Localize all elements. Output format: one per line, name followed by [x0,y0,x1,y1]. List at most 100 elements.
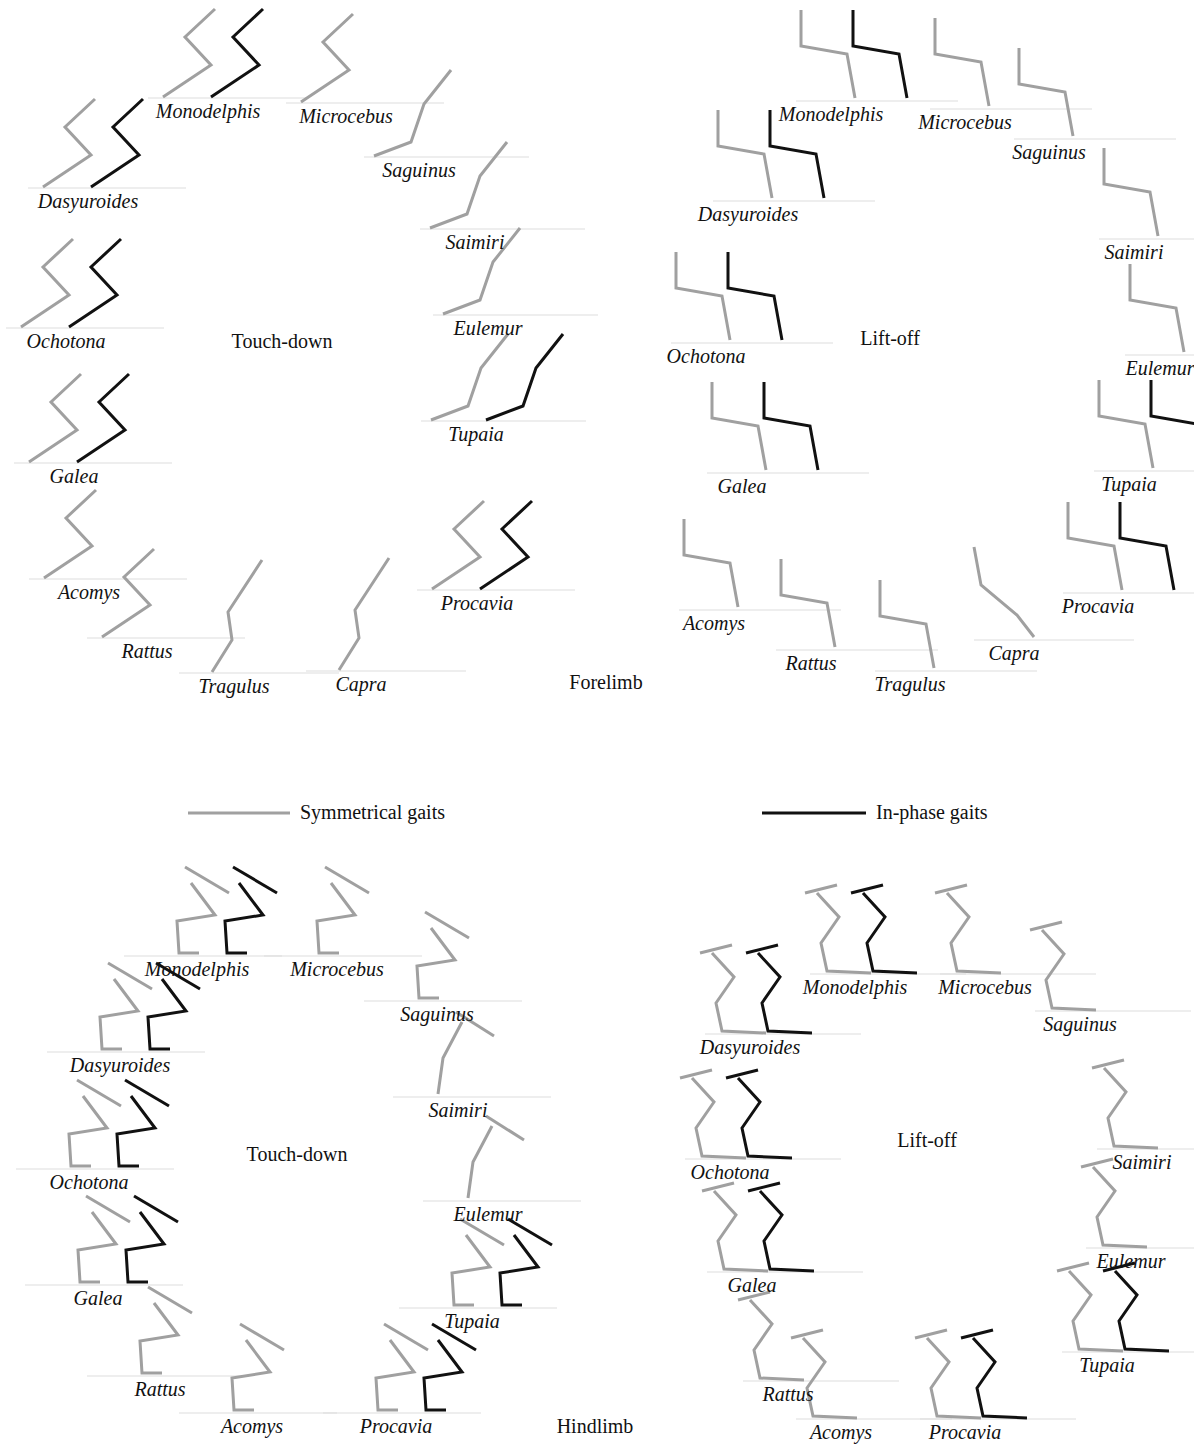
limb-segment [148,1287,192,1313]
limb-segment [438,1022,462,1094]
ground-line [875,671,1037,672]
limb-segment [452,1235,490,1305]
limb-figure [805,885,966,974]
limb-figure [974,547,1134,640]
limb-segment [1104,1068,1158,1148]
limb-figure [961,1330,1027,1418]
limb-segment [1093,1167,1147,1247]
limb-segment [29,374,81,462]
limb-segment [430,142,507,228]
limb-segment [317,883,355,953]
limb-segment [760,1191,814,1271]
limb-figure [791,1330,952,1419]
species-label: Ochotona [50,1171,129,1193]
limb-segment [134,1196,178,1222]
limb-figure [728,252,782,340]
species-label: Eulemur [454,1203,523,1225]
limb-figure [853,10,907,98]
ground-line [87,638,245,639]
limb-segment [863,893,917,973]
species-label: Dasyuroides [698,203,798,225]
species-label: Tupaia [444,1310,500,1332]
limb-segment [1081,1159,1113,1167]
species-label: Dasyuroides [70,1054,170,1076]
limb-segment [702,1183,734,1191]
limb-figure [179,1324,337,1413]
species-label: Saimiri [429,1099,488,1121]
ground-line [1094,471,1194,472]
species-label: Rattus [121,640,172,662]
panel-heading: Lift-off [860,327,920,349]
limb-figure [16,1080,174,1169]
limb-segment [676,252,730,340]
species-label: Saimiri [1105,241,1164,263]
limb-figure [399,1219,557,1308]
limb-figure [14,374,172,463]
legend-text: Symmetrical gaits [300,801,445,823]
ground-line [671,343,833,344]
species-label: Acomys [221,1415,283,1437]
limb-figure [1094,380,1194,471]
limb-segment [817,893,871,973]
limb-segment [712,953,766,1033]
species-label: Monodelphis [779,103,883,125]
ground-line [1099,239,1194,240]
limb-segment [935,885,967,893]
ground-line [1125,355,1194,356]
ground-line [1035,1011,1191,1012]
limb-figure [1151,380,1194,468]
ground-line [420,229,585,230]
limb-segment [77,1080,121,1106]
limb-segment [417,928,455,998]
limb-figure [738,1292,899,1381]
limb-segment [91,99,143,187]
limb-figure [6,239,164,328]
limb-figure [679,519,841,610]
limb-segment [233,867,277,893]
limb-figure [726,1070,792,1158]
ground-line [29,579,187,580]
limb-segment [185,867,229,893]
limb-segment [961,1330,993,1338]
limb-segment [680,1070,712,1078]
ground-line [6,328,164,329]
limb-figure [69,239,121,327]
limb-segment [853,10,907,98]
limb-segment [486,334,563,420]
limb-segment [384,1324,428,1350]
species-label: Dasyuroides [700,1036,800,1058]
species-label: Tupaia [1079,1354,1135,1376]
limb-segment [726,1070,758,1078]
limb-figure [851,885,917,973]
limb-figure [1057,1263,1194,1352]
ground-line [707,1272,863,1273]
limb-segment [125,1080,169,1106]
limb-segment [927,1338,981,1418]
limb-figure [480,501,532,589]
species-label: Capra [988,642,1039,664]
limb-segment [301,14,353,102]
limb-figure [680,1070,841,1159]
limb-segment [1120,502,1174,590]
species-label: Eulemur [1126,357,1194,379]
species-label: Tupaia [448,423,504,445]
species-label: Microcebus [918,111,1012,133]
species-label: Tupaia [1101,473,1157,495]
species-label: Capra [335,673,386,695]
ground-line [47,1052,205,1053]
limb-segment [1019,48,1073,136]
limb-figure [286,14,444,103]
species-label: Galea [728,1274,777,1296]
legend-swatch [188,812,290,815]
limb-segment [700,945,732,953]
species-label: Monodelphis [803,976,907,998]
panel-heading: Hindlimb [557,1415,634,1437]
limb-figure [364,912,522,1001]
species-label: Acomys [810,1421,872,1443]
species-label: Acomys [683,612,745,634]
species-label: Saguinus [1043,1013,1116,1035]
limb-figure [1063,502,1194,593]
species-label: Microcebus [290,958,384,980]
species-label: Galea [718,475,767,497]
